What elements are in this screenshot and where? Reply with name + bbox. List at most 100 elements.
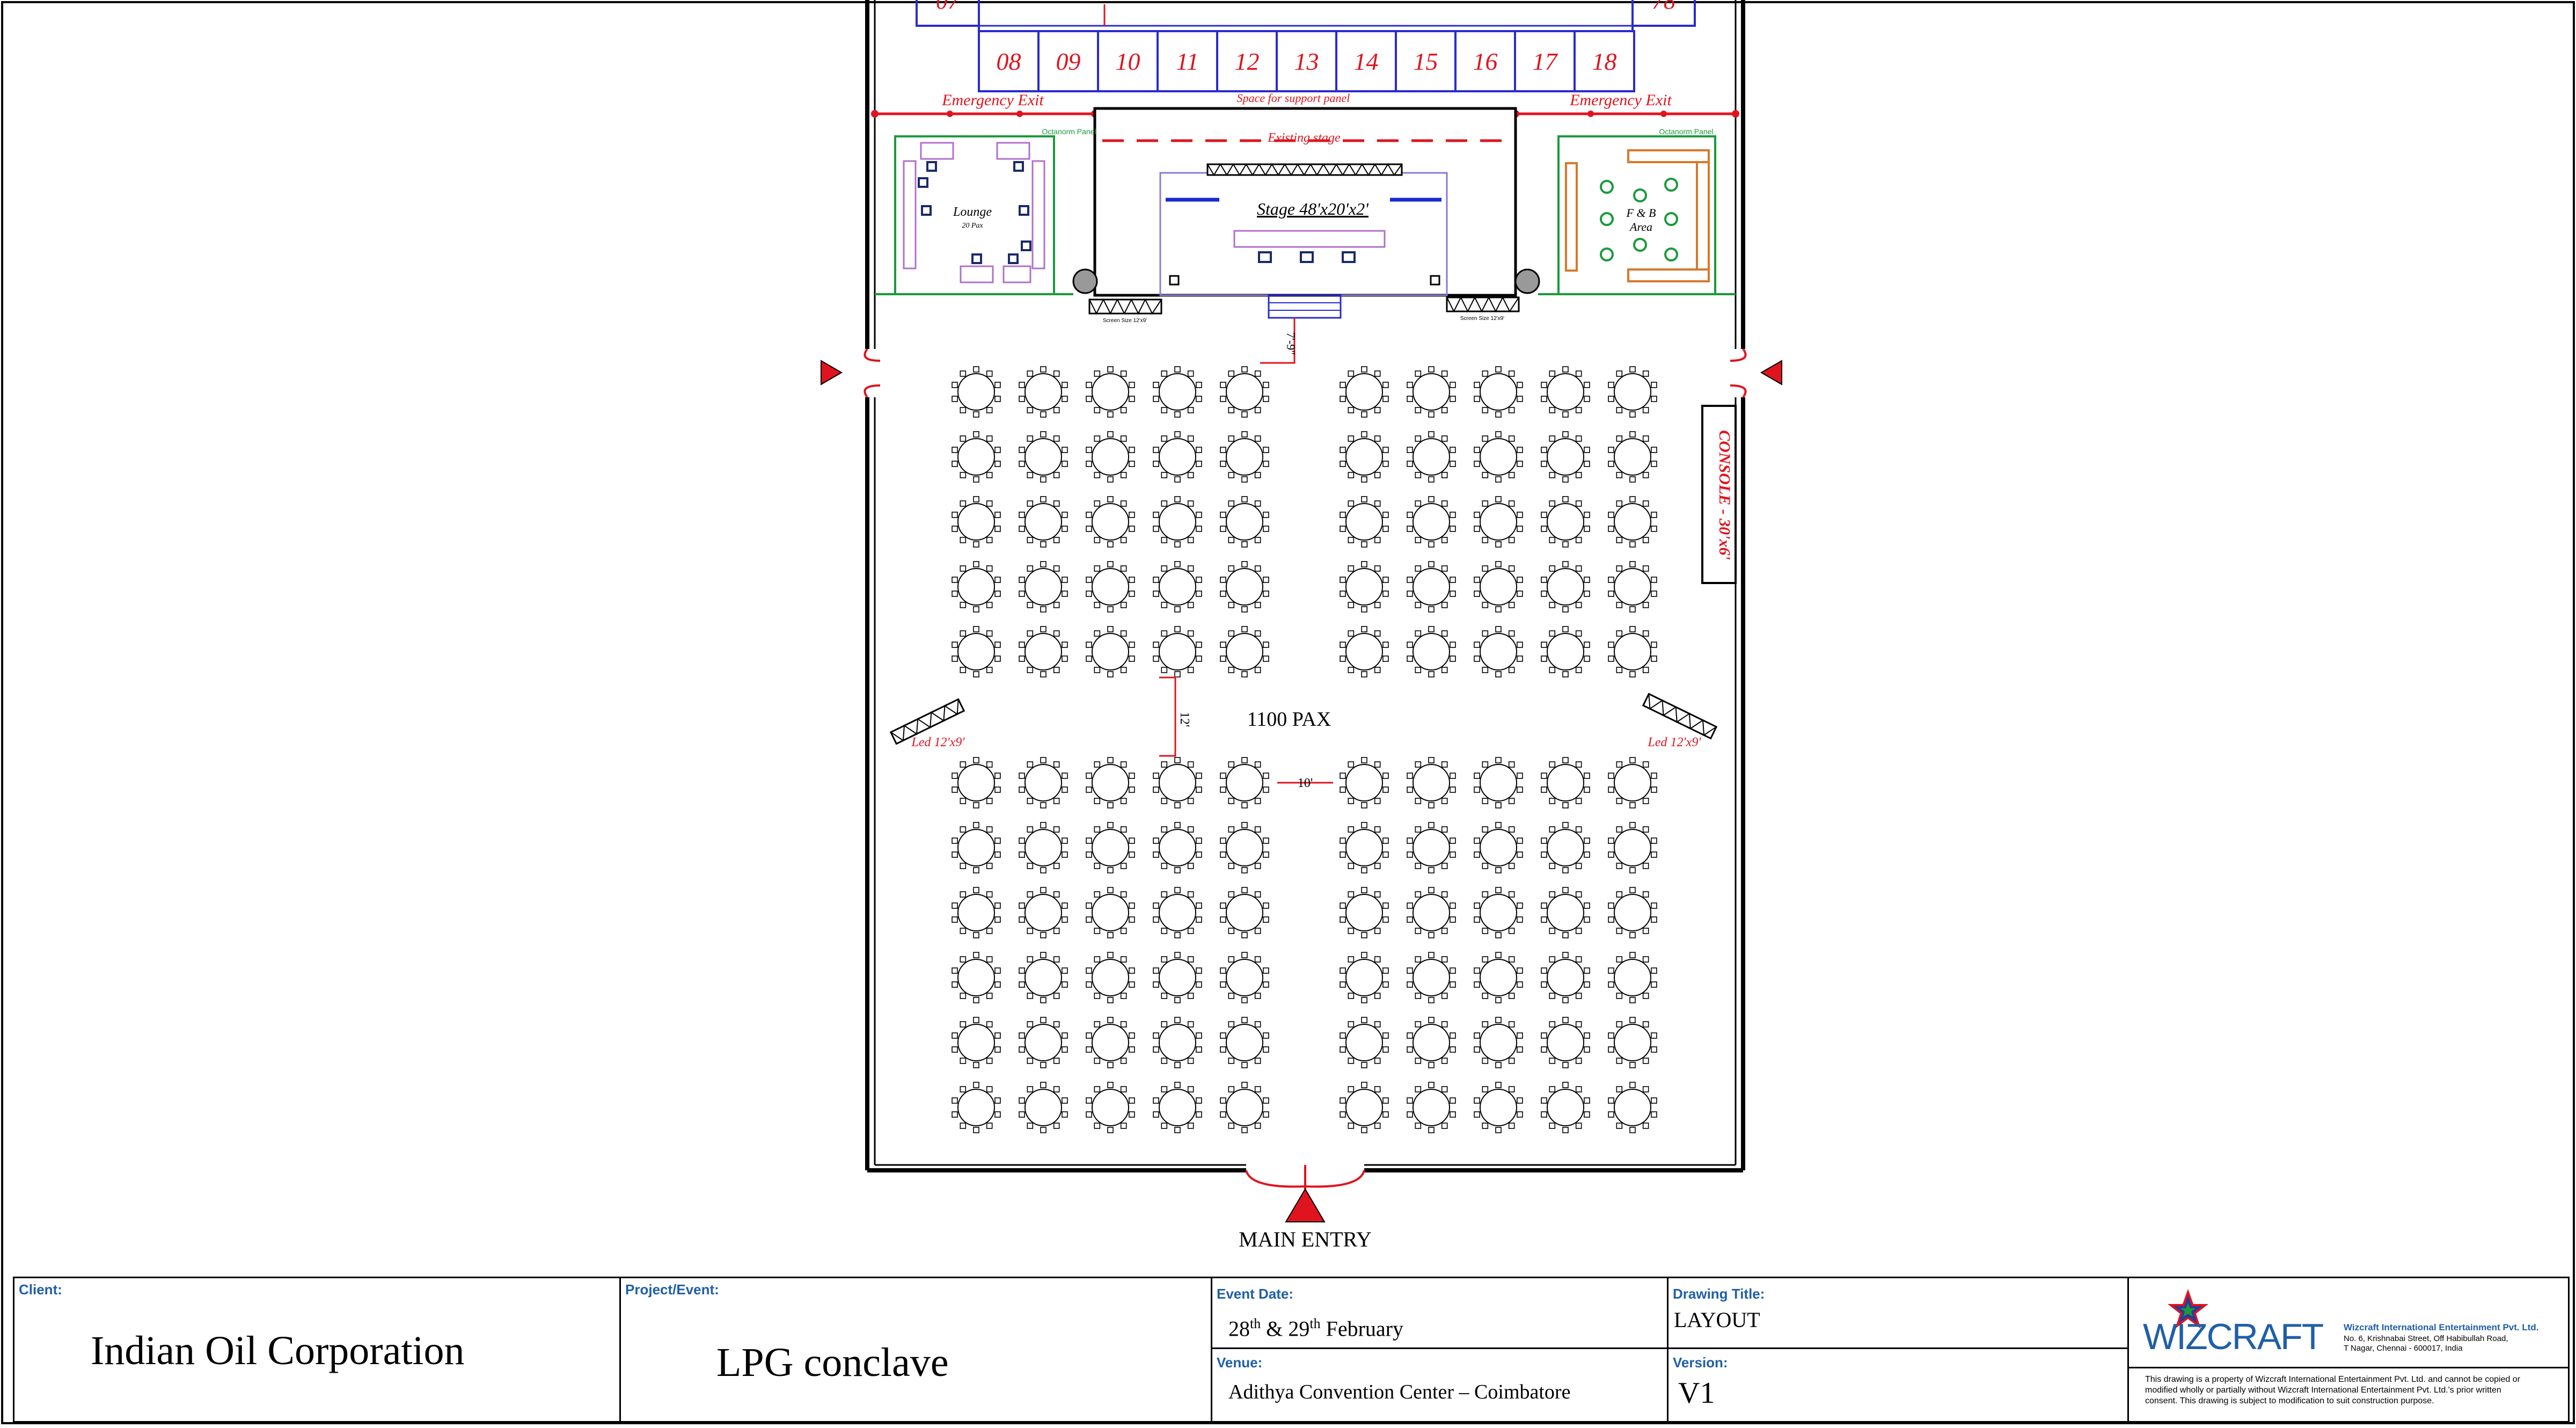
chair (1161, 565, 1168, 572)
chair (1374, 993, 1381, 999)
chair (1062, 447, 1068, 453)
table-top (1480, 1024, 1517, 1061)
chair (1086, 577, 1092, 583)
table-box (1514, 30, 1576, 92)
chair (1263, 773, 1269, 779)
chair (1407, 837, 1413, 844)
chair (973, 867, 979, 873)
chair (1441, 993, 1448, 999)
chair (1517, 902, 1523, 909)
chair (1129, 916, 1135, 923)
chair (1196, 916, 1202, 923)
chair (1340, 981, 1346, 988)
chair (1651, 447, 1657, 453)
chair (973, 822, 979, 828)
table-top (1226, 764, 1263, 802)
round-table (1541, 561, 1590, 613)
chair (1541, 461, 1547, 467)
chair (1053, 630, 1060, 637)
chair (1094, 565, 1101, 572)
chair (1549, 565, 1556, 572)
chair (1120, 370, 1127, 377)
round-table (1153, 1017, 1202, 1068)
chair (1220, 396, 1226, 402)
round-table (1474, 952, 1523, 1003)
round-table (1220, 561, 1269, 613)
chair (1254, 537, 1261, 543)
round-table (1086, 496, 1135, 548)
chair (1228, 435, 1235, 442)
round-table (1153, 366, 1202, 418)
chair (1153, 461, 1159, 467)
chair (1187, 761, 1194, 768)
chair (1450, 447, 1456, 453)
chair (1482, 1021, 1489, 1028)
chair (1428, 606, 1435, 613)
chair (1254, 798, 1261, 804)
chair (960, 1123, 967, 1129)
chair (994, 981, 1001, 988)
table-top (1547, 959, 1584, 996)
table-top (1024, 373, 1062, 411)
chair (1361, 1127, 1367, 1133)
chair (1086, 981, 1092, 988)
chair (1220, 851, 1226, 858)
chair (1382, 967, 1389, 974)
chair (1120, 602, 1127, 608)
chair (1196, 773, 1202, 779)
chair (1575, 435, 1582, 442)
chair (1340, 773, 1346, 779)
chair (1407, 512, 1413, 518)
chair (1161, 1123, 1168, 1129)
table-top (1547, 764, 1584, 802)
chair (1040, 411, 1046, 418)
chair (1428, 867, 1435, 873)
table-top (1345, 829, 1383, 866)
table-top (1614, 894, 1651, 931)
chair (1220, 526, 1226, 532)
chair (1196, 526, 1202, 532)
chair (1254, 370, 1261, 377)
chair (1094, 602, 1101, 608)
chair (1254, 826, 1261, 833)
round-table (1474, 822, 1523, 873)
chair (1174, 997, 1181, 1003)
chair (1107, 1127, 1114, 1133)
chair (1508, 435, 1515, 442)
chair (1053, 1086, 1060, 1092)
led-left-label: Led 12'x9' (911, 735, 965, 749)
chair (1549, 435, 1556, 442)
chair (1241, 997, 1248, 1003)
chair (1441, 798, 1448, 804)
chair (1094, 500, 1101, 507)
chair (1415, 956, 1422, 963)
chair (952, 981, 958, 988)
chair (1575, 826, 1582, 833)
chair (1027, 928, 1034, 934)
event-date-label: Event Date: (1217, 1286, 1294, 1302)
chair (1482, 472, 1489, 478)
chair (960, 667, 967, 673)
lounge-label: Lounge (953, 205, 992, 219)
dim-aisle-label: 10' (1298, 776, 1313, 790)
round-table (1541, 626, 1590, 677)
chair (1348, 1086, 1355, 1092)
round-table (1407, 757, 1456, 808)
chair (1340, 655, 1346, 662)
chair (986, 630, 993, 637)
round-table (1407, 431, 1456, 483)
chair (1040, 431, 1046, 438)
round-table (1608, 496, 1657, 548)
chair (1549, 863, 1556, 869)
chair (1340, 1097, 1346, 1104)
chair (1153, 1032, 1159, 1039)
chair (1153, 396, 1159, 402)
chair (1482, 761, 1489, 768)
chair (952, 382, 958, 388)
chair (1263, 642, 1269, 648)
table-top (1159, 503, 1196, 541)
table-top (1024, 959, 1062, 996)
chair (1541, 577, 1547, 583)
round-table (1220, 887, 1269, 938)
chair (1340, 396, 1346, 402)
